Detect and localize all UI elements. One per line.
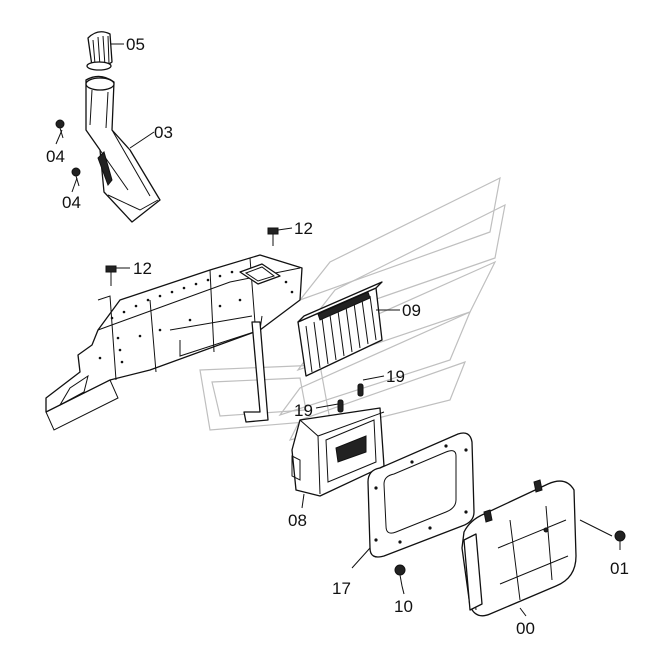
part-03-duct: [85, 75, 161, 223]
callout-labels: 05 03 04 04 12 12 09 19 19 08 17 10 00 0…: [46, 35, 629, 638]
callout-05: 05: [126, 35, 145, 54]
callout-12-upper: 12: [294, 219, 313, 238]
main-frame-assembly: [45, 254, 303, 431]
callout-04-upper: 04: [46, 147, 65, 166]
callout-10: 10: [394, 597, 413, 616]
part-04-screw-upper: [55, 119, 65, 139]
callout-08: 08: [288, 511, 307, 530]
part-12-bolt-lower: [105, 265, 117, 286]
leader-lines: [55, 43, 613, 617]
part-19-pin-right: [357, 383, 364, 397]
part-05-cap: [86, 31, 113, 71]
part-12-bolt-upper: [267, 227, 279, 246]
part-08-housing: [291, 407, 385, 497]
callout-00: 00: [516, 619, 535, 638]
part-17-gasket: [367, 432, 475, 558]
callout-09: 09: [402, 301, 421, 320]
part-04-screw-lower: [71, 167, 81, 187]
callout-04-lower: 04: [62, 193, 81, 212]
callout-12-lower: 12: [133, 259, 152, 278]
part-00-cover: [461, 479, 577, 617]
callout-17: 17: [332, 579, 351, 598]
part-09-filter: [297, 281, 383, 377]
callout-19-left: 19: [294, 401, 313, 420]
part-19-pin-left: [337, 399, 344, 413]
callout-01: 01: [610, 559, 629, 578]
part-10-screw: [394, 564, 406, 587]
part-01-screw: [614, 530, 626, 550]
callout-03: 03: [154, 123, 173, 142]
callout-19-right: 19: [386, 367, 405, 386]
